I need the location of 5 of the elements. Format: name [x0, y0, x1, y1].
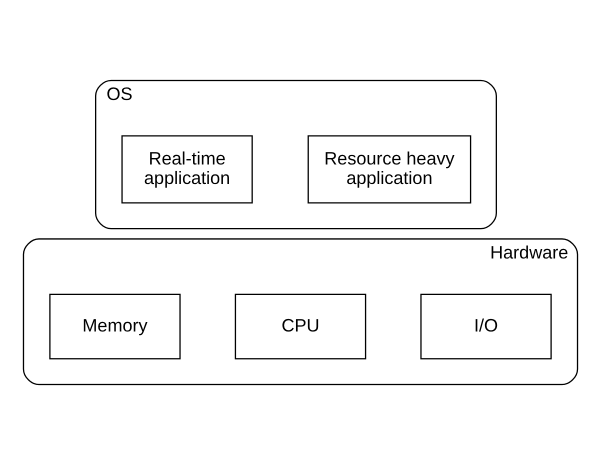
node-box: Memory — [49, 294, 181, 360]
node-box: I/O — [420, 294, 552, 360]
node-box: Resource heavy application — [308, 135, 472, 204]
node-box: Real-time application — [121, 135, 253, 204]
node-box: CPU — [234, 294, 366, 360]
